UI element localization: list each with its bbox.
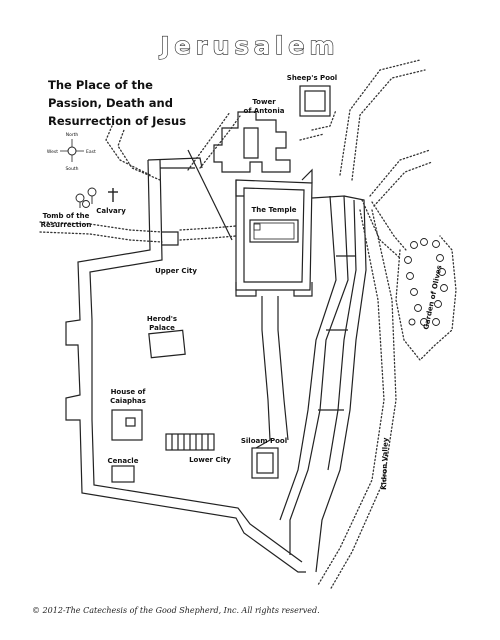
central-valley-walls (187, 149, 289, 449)
map-title: Jerusalem (160, 31, 340, 60)
compass-south-label: South (65, 166, 78, 172)
siloam-pool (251, 447, 279, 479)
olive-trees-icon (404, 238, 448, 326)
west-city-wall (65, 157, 306, 573)
siloam-pool-label: Siloam Pool (241, 437, 287, 445)
calvary-cross-icon (108, 188, 118, 202)
tower-label-line1: Tower (252, 98, 276, 106)
lower-city-houses (165, 433, 215, 451)
temple-mount (235, 168, 313, 297)
temple-label: The Temple (252, 206, 297, 214)
calvary-label: Calvary (96, 207, 126, 215)
tower-of-antonia (213, 111, 291, 173)
tomb-label-line1: Tomb of the (43, 212, 90, 220)
east-city-wall (279, 195, 367, 573)
copyright-footer: © 2012-The Catechesis of the Good Shephe… (32, 606, 320, 615)
kidron-valley-label: Kidron Valley (380, 437, 390, 490)
herods-palace-label-line1: Herod's (147, 315, 177, 323)
subtitle-line-3: Resurrection of Jesus (48, 114, 187, 128)
caiaphas-label-line2: Caiaphas (110, 397, 146, 405)
herods-palace-label-line2: Palace (149, 324, 175, 332)
caiaphas-label-line1: House of (111, 388, 147, 396)
subtitle-line-1: The Place of the (48, 78, 153, 92)
temple-building (249, 219, 299, 243)
tomb-label-line2: Resurrection (41, 221, 92, 229)
tower-label-line2: of Antonia (244, 107, 285, 115)
cenacle (111, 465, 135, 483)
house-of-caiaphas (111, 409, 143, 441)
compass-north-label: North (66, 132, 79, 138)
compass-rose (60, 139, 84, 162)
upper-city-label: Upper City (155, 267, 197, 275)
sheeps-pool-label: Sheep's Pool (287, 74, 337, 82)
tomb-garden-trees-icon (75, 187, 97, 208)
herods-palace (148, 329, 186, 359)
compass-east-label: East (86, 149, 96, 155)
roads (39, 59, 457, 591)
subtitle-line-2: Passion, Death and (48, 96, 173, 110)
sheeps-pool (299, 85, 331, 117)
lower-city-label: Lower City (189, 456, 231, 464)
compass-west-label: West (47, 149, 58, 155)
cenacle-label: Cenacle (108, 457, 139, 465)
